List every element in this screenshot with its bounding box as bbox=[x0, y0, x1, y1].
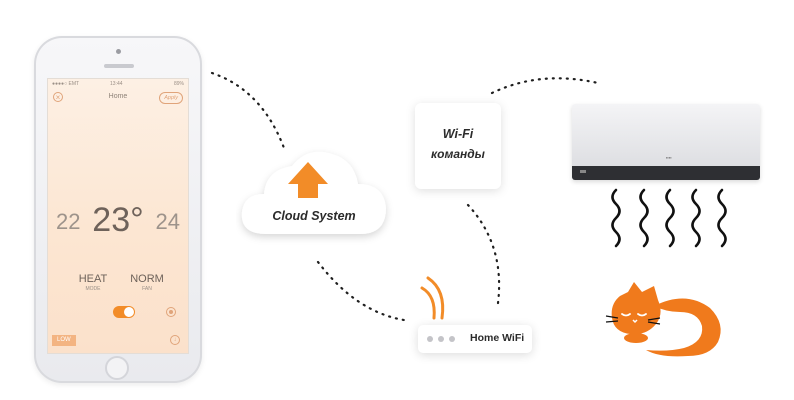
phone-camera bbox=[116, 49, 121, 54]
cloud-label: Cloud System bbox=[272, 209, 355, 223]
mode-value: HEAT bbox=[78, 273, 108, 285]
air-conditioner: ▪▪▪▪ bbox=[572, 104, 760, 180]
ac-vent bbox=[572, 166, 760, 180]
phone-home-button bbox=[105, 356, 129, 380]
mode-caption: MODE bbox=[85, 286, 101, 292]
temp-current: 23° bbox=[92, 201, 144, 239]
smartphone: ●●●●○ EMT 13:44 89% × Home Apply 22 23° … bbox=[34, 36, 202, 383]
router-light-1 bbox=[427, 336, 433, 342]
status-bar: ●●●●○ EMT 13:44 89% bbox=[48, 79, 188, 89]
mode-selector[interactable]: HEAT MODE bbox=[68, 273, 118, 292]
cloud-system: Cloud System bbox=[241, 151, 386, 234]
temperature-row: 22 23° 24 bbox=[48, 201, 188, 241]
fan-caption: FAN bbox=[142, 286, 152, 292]
heat-wave-icon bbox=[611, 188, 727, 248]
power-toggle[interactable] bbox=[113, 306, 135, 318]
close-icon[interactable]: × bbox=[53, 92, 63, 102]
phone-speaker bbox=[104, 64, 134, 68]
connector-router-wifibox bbox=[466, 203, 501, 305]
connector-phone-cloud bbox=[210, 71, 286, 150]
ac-indicator bbox=[580, 170, 586, 173]
phone-screen: ●●●●○ EMT 13:44 89% × Home Apply 22 23° … bbox=[47, 78, 189, 354]
router-light-2 bbox=[438, 336, 444, 342]
status-carrier: ●●●●○ EMT bbox=[52, 81, 80, 87]
sleeping-cat-icon bbox=[605, 282, 721, 357]
wifi-box-line2: команды bbox=[431, 147, 485, 161]
temp-low[interactable]: 22 bbox=[56, 209, 81, 234]
connector-cloud-router bbox=[316, 260, 406, 322]
app-title: Home bbox=[108, 93, 128, 100]
app-header: × Home Apply bbox=[48, 91, 188, 105]
toggle-knob bbox=[124, 307, 134, 317]
wifi-box-line1: Wi-Fi bbox=[442, 127, 474, 141]
temp-high[interactable]: 24 bbox=[155, 209, 180, 234]
apply-button[interactable]: Apply bbox=[159, 92, 183, 104]
wifi-signal-icon bbox=[420, 276, 445, 320]
connector-wifibox-ac bbox=[490, 77, 600, 95]
gear-icon[interactable] bbox=[166, 307, 176, 317]
fan-icon[interactable]: ↓ bbox=[170, 335, 180, 345]
fan-value: NORM bbox=[130, 273, 164, 285]
home-router: Home WiFi bbox=[418, 325, 532, 353]
status-battery: 89% bbox=[173, 81, 184, 87]
router-label: Home WiFi bbox=[470, 332, 525, 344]
status-time: 13:44 bbox=[110, 81, 123, 87]
low-button[interactable]: LOW bbox=[52, 335, 76, 346]
fan-selector[interactable]: NORM FAN bbox=[122, 273, 172, 292]
ac-brand-mark: ▪▪▪▪ bbox=[666, 155, 672, 160]
wifi-commands-box: Wi-Fi команды bbox=[415, 103, 501, 189]
router-light-3 bbox=[449, 336, 455, 342]
upload-arrow-icon bbox=[288, 162, 328, 198]
